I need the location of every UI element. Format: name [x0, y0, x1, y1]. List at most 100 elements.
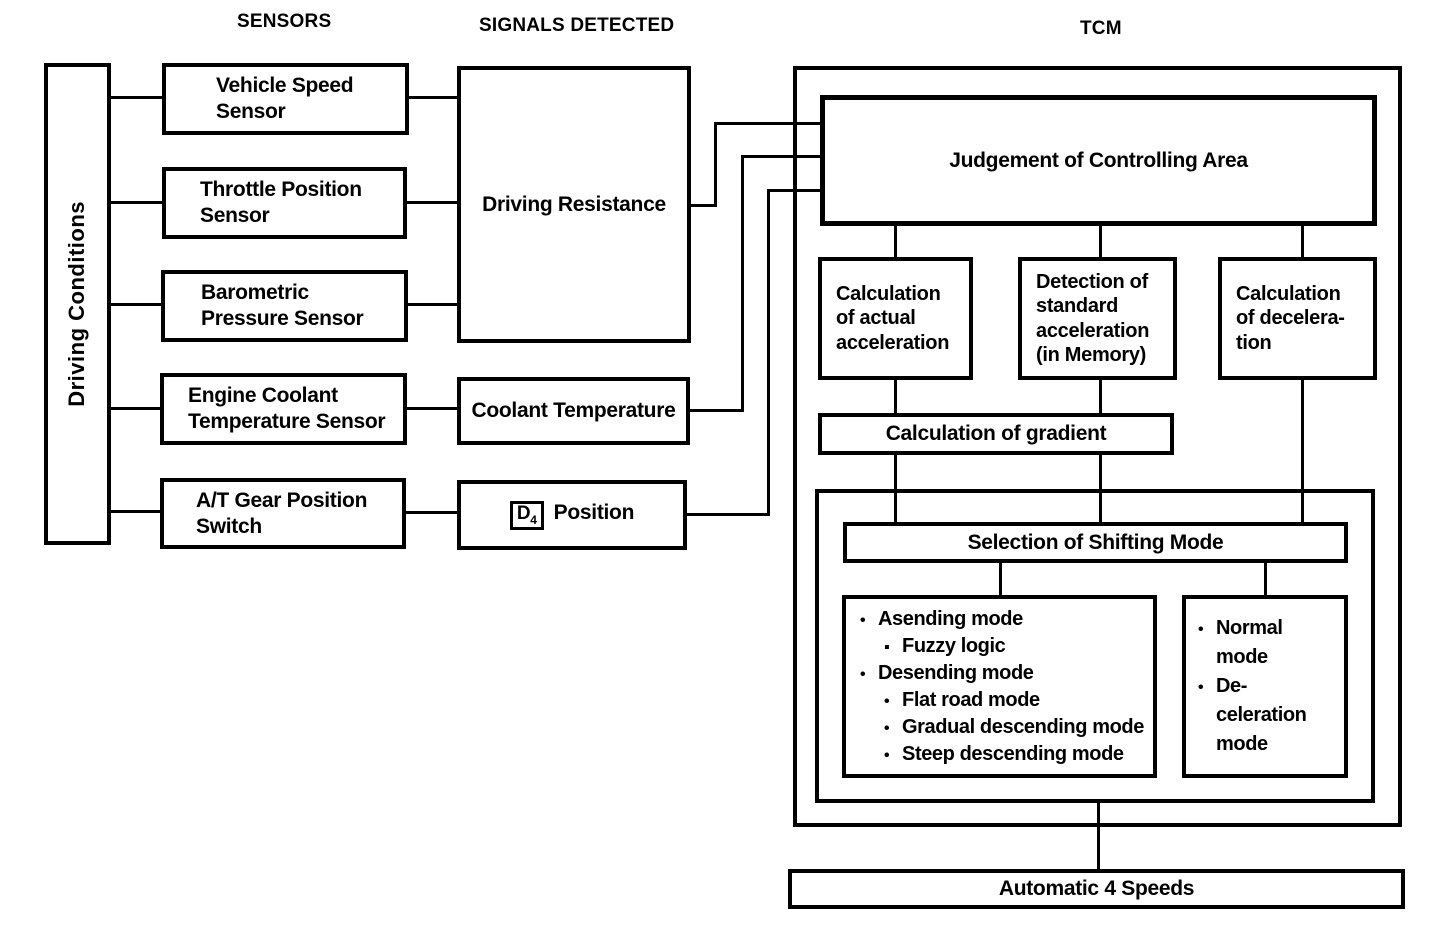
mode-list-item: • Desending mode	[860, 660, 1034, 687]
connector	[741, 155, 744, 412]
automatic-4-speeds-label: Automatic 4 Speeds	[998, 877, 1195, 901]
mode-list-item: • De-	[1198, 672, 1247, 701]
connector	[894, 226, 897, 257]
sensor-barometric-pressure-box: Barometric Pressure Sensor	[161, 270, 408, 342]
shifting-mode-container	[815, 489, 1375, 803]
connector	[1301, 380, 1304, 522]
mode-item-label: mode	[1216, 733, 1268, 755]
connector	[111, 201, 162, 204]
mode-item-label: mode	[1216, 646, 1268, 668]
sensor-barometric-pressure-label: Barometric Pressure Sensor	[201, 281, 364, 330]
connector	[689, 409, 744, 412]
connector	[686, 513, 770, 516]
selection-shifting-mode-box: Selection of Shifting Mode	[843, 522, 1348, 563]
mode-item-label: Normal	[1216, 617, 1283, 639]
calc-gradient-box: Calculation of gradient	[818, 413, 1174, 455]
connector	[767, 189, 820, 192]
sensor-at-gear-position-box: A/T Gear Position Switch	[160, 478, 406, 549]
calc-actual-acceleration-box: Calculation of actual acceleration	[818, 257, 973, 380]
mode-item-label: Flat road mode	[902, 688, 1040, 711]
judgement-box: Judgement of Controlling Area	[820, 95, 1377, 226]
connector	[767, 189, 770, 516]
mode-list-item: ▪ Fuzzy logic	[884, 633, 1006, 660]
sensor-at-gear-position-label: A/T Gear Position Switch	[196, 488, 368, 538]
calc-deceleration-box: Calculation of decelera- tion	[1218, 257, 1377, 380]
mode-item-label: De-	[1216, 675, 1248, 697]
connector	[1264, 563, 1267, 595]
mode-item-label: Asending mode	[878, 607, 1023, 630]
bullet-icon: •	[1198, 679, 1204, 696]
d4-position-box: D4 Position	[457, 480, 687, 550]
header-signals-detected: SIGNALS DETECTED	[479, 15, 675, 36]
bullet-icon: •	[884, 746, 890, 764]
connector	[714, 122, 820, 125]
connector	[1099, 455, 1102, 522]
sensor-throttle-position-label: Throttle Position Sensor	[200, 178, 362, 227]
connector	[111, 407, 162, 410]
mode-item-label: Gradual descending mode	[902, 715, 1144, 738]
bullet-icon: •	[884, 719, 890, 737]
mode-list-right-box: • Normal mode • De- celeration mode	[1182, 595, 1348, 778]
connector	[405, 511, 457, 514]
sensor-engine-coolant-label: Engine Coolant Temperature Sensor	[188, 384, 386, 433]
sensor-engine-coolant-box: Engine Coolant Temperature Sensor	[160, 373, 407, 445]
mode-item-label: Steep descending mode	[902, 742, 1124, 765]
connector	[894, 455, 897, 522]
connector	[999, 563, 1002, 595]
mode-list-item: • Flat road mode	[884, 687, 1040, 714]
mode-item-label: celeration	[1216, 704, 1307, 726]
connector	[406, 407, 457, 410]
mode-list-item: • Normal	[1198, 614, 1283, 643]
bullet-icon: •	[860, 665, 866, 683]
coolant-temperature-box: Coolant Temperature	[457, 377, 690, 445]
connector	[408, 96, 457, 99]
connector	[1097, 803, 1100, 869]
connector	[111, 303, 162, 306]
mode-list-item: • Gradual descending mode	[884, 714, 1144, 741]
mode-list-left-box: • Asending mode ▪ Fuzzy logic • Desending m…	[842, 595, 1157, 778]
mode-list-item: mode	[1198, 730, 1268, 759]
sensor-vehicle-speed-box: Vehicle Speed Sensor	[162, 63, 409, 135]
calc-gradient-label: Calculation of gradient	[885, 422, 1107, 446]
bullet-icon: •	[860, 611, 866, 629]
selection-shifting-mode-label: Selection of Shifting Mode	[967, 530, 1224, 554]
mode-list-item: celeration	[1198, 701, 1307, 730]
connector	[741, 155, 820, 158]
mode-item-label: Desending mode	[878, 661, 1034, 684]
connector	[111, 96, 162, 99]
driving-conditions-box: Driving Conditions	[44, 63, 111, 545]
detection-standard-acceleration-box: Detection of standard acceleration (in M…	[1018, 257, 1177, 380]
driving-resistance-label: Driving Resistance	[482, 192, 666, 216]
connector	[1099, 226, 1102, 257]
driving-conditions-label: Driving Conditions	[64, 201, 90, 407]
connector	[406, 201, 457, 204]
d4-position-content: D4 Position	[509, 500, 635, 531]
header-tcm: TCM	[1080, 18, 1122, 39]
bullet-icon: •	[1198, 621, 1204, 638]
sensor-vehicle-speed-label: Vehicle Speed Sensor	[216, 74, 354, 123]
connector	[111, 510, 162, 513]
judgement-label: Judgement of Controlling Area	[949, 148, 1248, 172]
calc-deceleration-label: Calculation of decelera- tion	[1236, 282, 1345, 354]
connector	[894, 380, 897, 413]
detection-standard-acceleration-label: Detection of standard acceleration (in M…	[1036, 270, 1150, 366]
bullet-icon: ▪	[884, 638, 890, 656]
connector	[714, 122, 717, 207]
bullet-icon: •	[884, 692, 890, 710]
mode-list-item: mode	[1198, 643, 1268, 672]
connector	[407, 303, 457, 306]
driving-resistance-box: Driving Resistance	[457, 66, 691, 343]
mode-list-item: • Steep descending mode	[884, 741, 1124, 768]
mode-list-item: • Asending mode	[860, 606, 1023, 633]
connector	[1099, 380, 1102, 413]
calc-actual-acceleration-label: Calculation of actual acceleration	[836, 282, 950, 354]
connector	[1301, 226, 1304, 257]
automatic-4-speeds-box: Automatic 4 Speeds	[788, 869, 1405, 909]
d4-position-label: Position	[553, 500, 635, 524]
coolant-temperature-label: Coolant Temperature	[471, 399, 676, 423]
connector	[690, 204, 717, 207]
mode-item-label: Fuzzy logic	[902, 634, 1006, 657]
sensor-throttle-position-box: Throttle Position Sensor	[162, 167, 407, 239]
d4-indicator-icon: D4	[509, 500, 544, 531]
